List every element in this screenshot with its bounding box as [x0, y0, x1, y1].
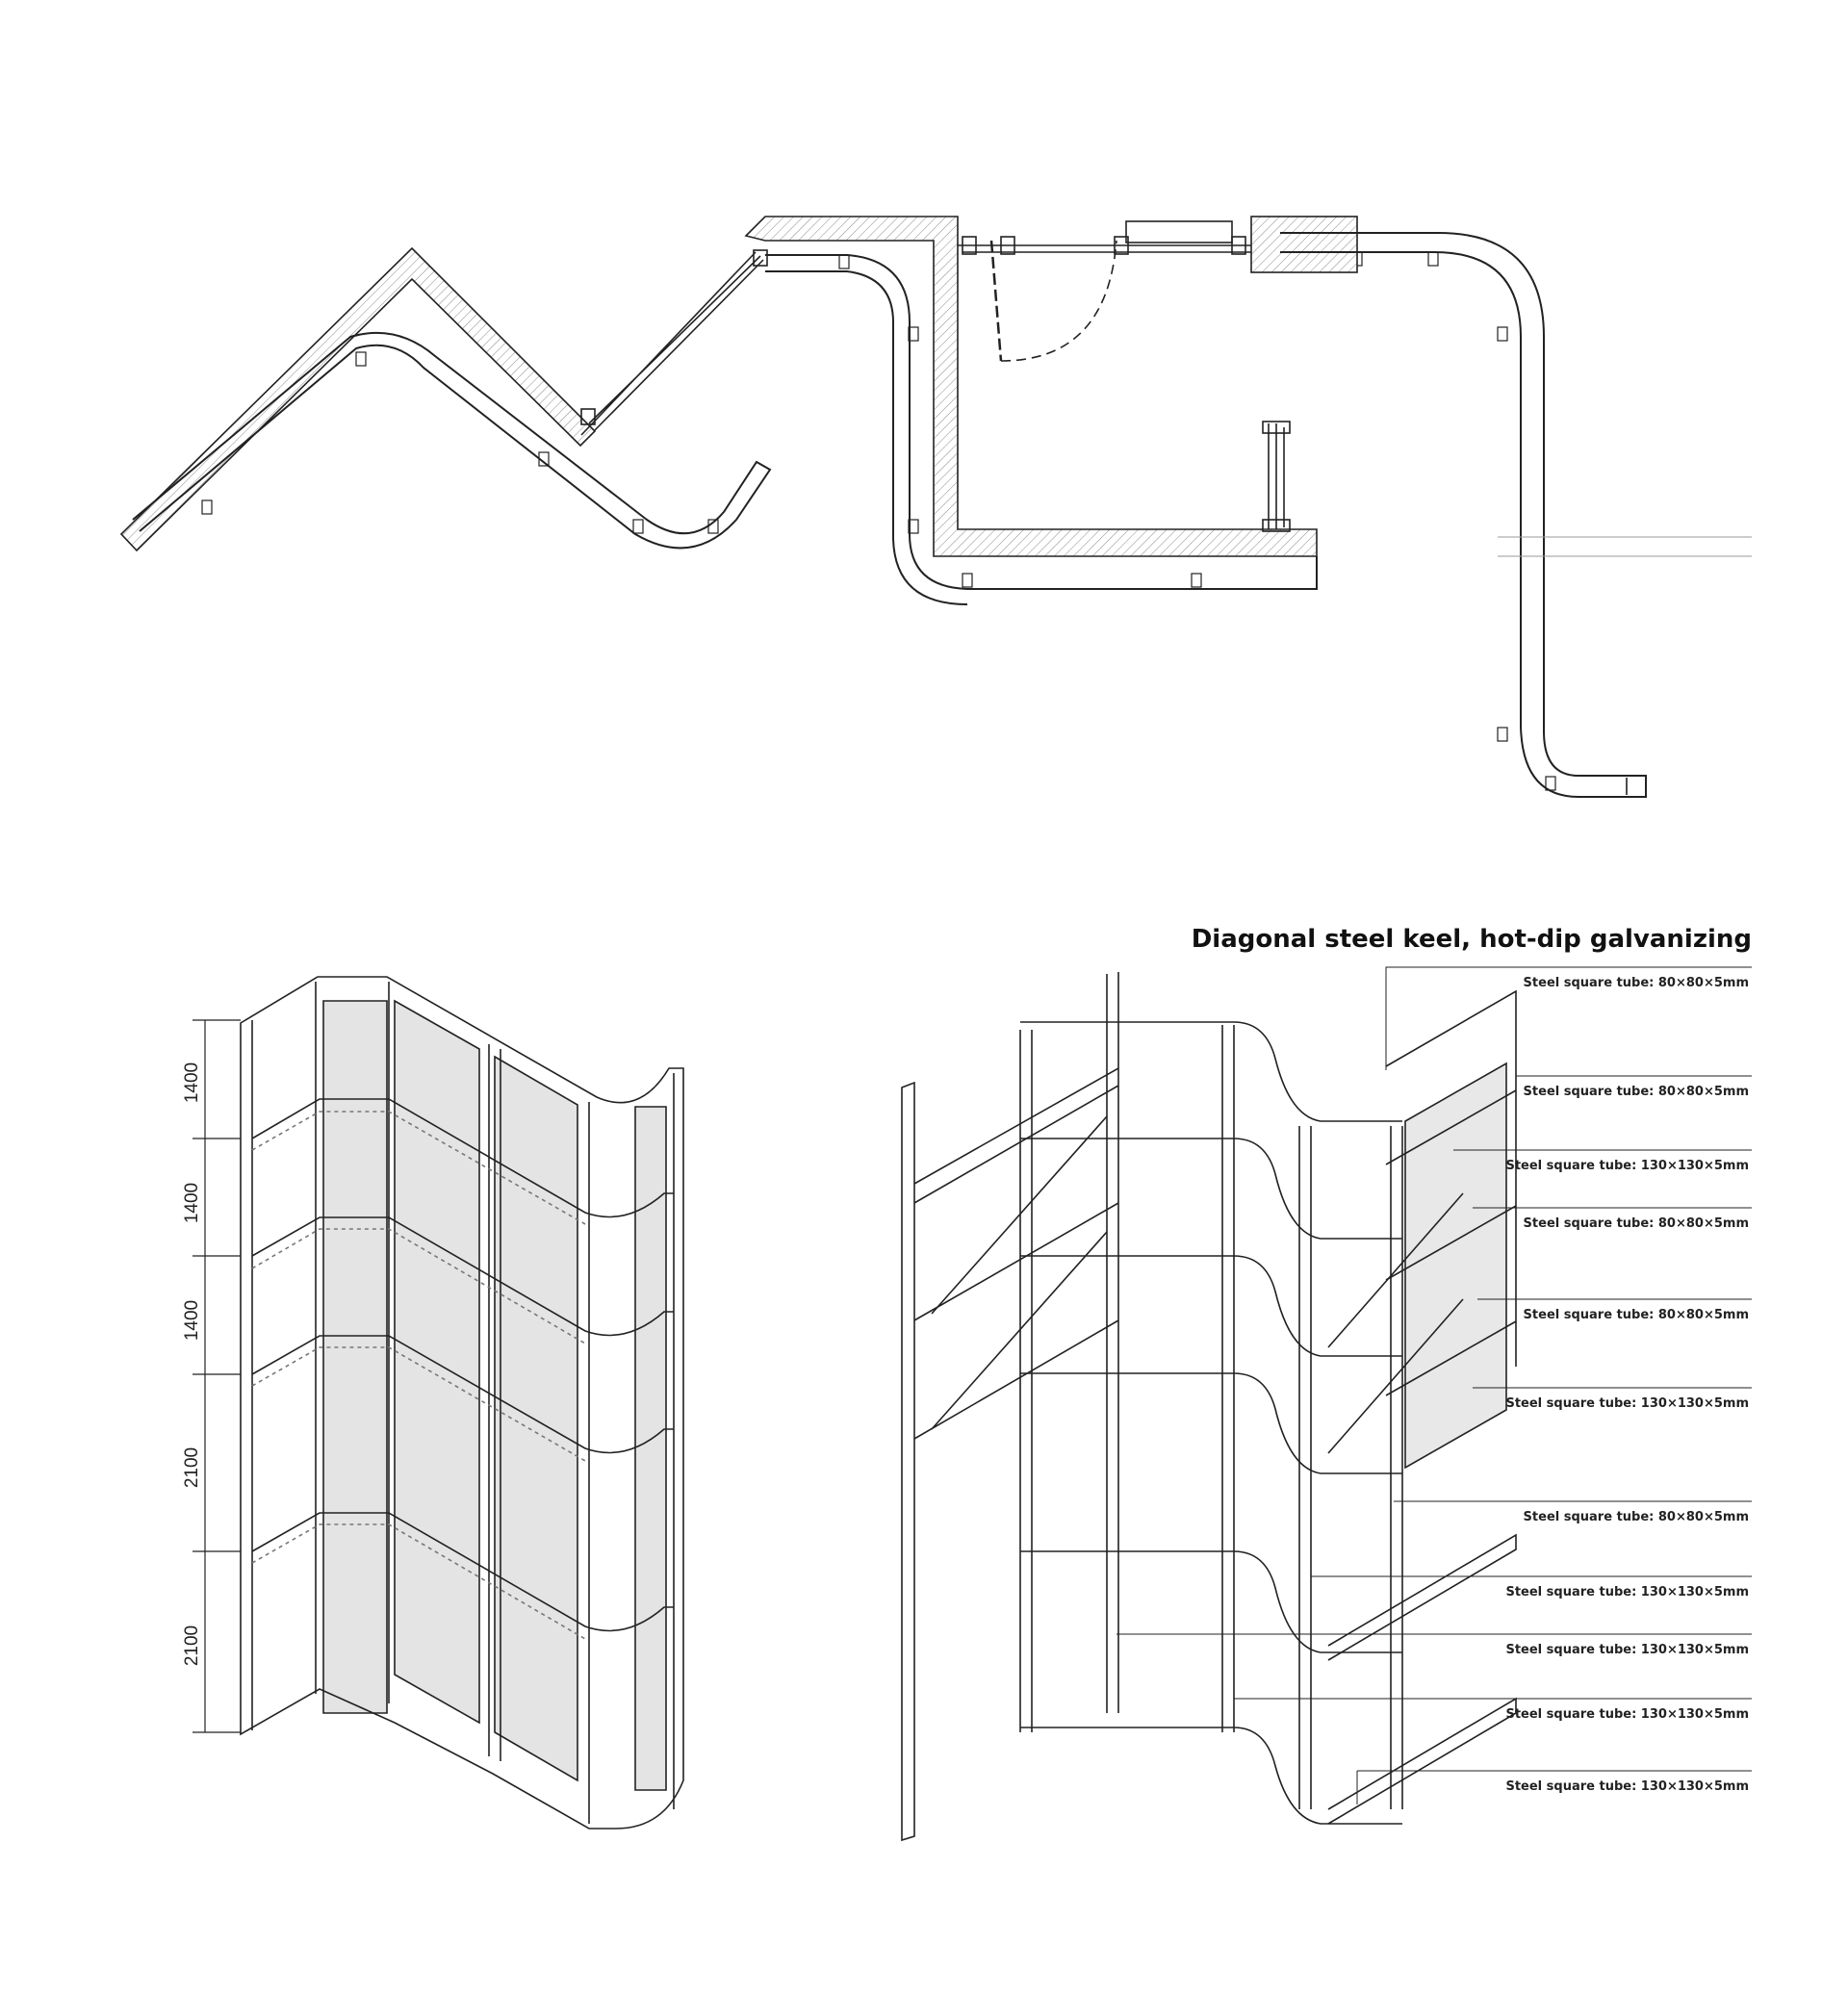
- callout-label: Steel square tube: 130×130×5mm: [1505, 1779, 1749, 1794]
- plan-leader: [1498, 536, 1752, 557]
- axon-outline: [240, 976, 684, 1830]
- dimension-label: 2100: [182, 1447, 202, 1488]
- axon-panel: [394, 999, 480, 1725]
- callout-label: Steel square tube: 130×130×5mm: [1505, 1643, 1749, 1657]
- callout-leaders: [1116, 966, 1752, 1804]
- plan-door-jamb: [1231, 236, 1246, 255]
- axon-transom: [251, 1512, 674, 1632]
- callout-label: Steel square tube: 80×80×5mm: [1524, 1510, 1749, 1524]
- keel-horizontal: [1020, 1727, 1402, 1825]
- plan-wall-middle: [744, 216, 1318, 557]
- callout-labels: Steel square tube: 80×80×5mm Steel squar…: [1505, 976, 1749, 1794]
- axon-transom: [251, 1335, 674, 1454]
- axon-transom: [251, 1216, 674, 1337]
- keel-frame-right: [1385, 989, 1517, 1396]
- axon-transom: [251, 1098, 674, 1218]
- callout-label: Steel square tube: 130×130×5mm: [1505, 1396, 1749, 1411]
- plan-door-jamb: [1000, 236, 1015, 255]
- plan-door-leaf: [989, 240, 1003, 362]
- keel-brace: [931, 1115, 1108, 1430]
- plan-steel-right: [1280, 231, 1647, 798]
- keel-horizontal: [1020, 1021, 1402, 1122]
- dimension-label: 1400: [182, 1062, 202, 1103]
- axon-steel-keel-view: [901, 966, 1752, 1842]
- callout-label: Steel square tube: 80×80×5mm: [1524, 1308, 1749, 1322]
- plan-door-frame: [958, 244, 1251, 253]
- axon-panel: [494, 1055, 578, 1782]
- plan-anchors: [201, 251, 1556, 791]
- callout-label: Steel square tube: 130×130×5mm: [1505, 1585, 1749, 1599]
- plan-glazing-inner: [1268, 423, 1285, 529]
- plan-door-swing: [1000, 240, 1117, 362]
- keel-horizontal: [1020, 1550, 1402, 1653]
- plan-mullion: [580, 408, 596, 425]
- plan-mullion: [1262, 519, 1291, 532]
- axon-cladding-view: 1400 1400 1400 2100 2100: [182, 976, 684, 1830]
- keel-post: [901, 1081, 915, 1842]
- keel-arm: [1327, 1533, 1517, 1661]
- plan-door-jamb: [1114, 236, 1129, 255]
- dimension-label: 1400: [182, 1300, 202, 1341]
- keel-verticals: [1019, 1025, 1403, 1809]
- callout-label: Steel square tube: 130×130×5mm: [1505, 1159, 1749, 1173]
- callout-label: Steel square tube: 80×80×5mm: [1524, 1085, 1749, 1099]
- keel-horizontal: [1020, 1138, 1402, 1240]
- plan-wall-block: [1250, 216, 1358, 273]
- plan-mullion: [1262, 421, 1291, 434]
- callout-label: Steel square tube: 80×80×5mm: [1524, 976, 1749, 990]
- plan-steel-left: [132, 331, 772, 550]
- keel-arm: [1327, 1697, 1517, 1825]
- diagram-title: Diagonal steel keel, hot-dip galvanizing: [1192, 925, 1752, 954]
- plan-mullion: [753, 249, 768, 267]
- plan-door-header: [1125, 220, 1233, 243]
- keel-horizontal: [1020, 1372, 1402, 1474]
- axon-panel: [634, 1106, 667, 1791]
- dimension-label: 1400: [182, 1183, 202, 1223]
- plan-view: [119, 216, 1752, 798]
- dimension-line: [192, 1019, 241, 1733]
- keel-brace-right: [1327, 1192, 1464, 1454]
- plan-glazing-left: [580, 251, 764, 436]
- plan-door-jamb: [962, 236, 977, 255]
- dimension-label: 2100: [182, 1625, 202, 1666]
- callout-label: Steel square tube: 130×130×5mm: [1505, 1707, 1749, 1722]
- keel-frame: [913, 972, 1119, 1713]
- keel-horizontal: [1020, 1255, 1402, 1357]
- plan-steel-middle: [765, 254, 1318, 605]
- plan-wall-left: [119, 246, 597, 552]
- callout-label: Steel square tube: 80×80×5mm: [1524, 1216, 1749, 1231]
- axon-panel: [322, 1000, 388, 1714]
- keel-panel-right: [1404, 1062, 1507, 1470]
